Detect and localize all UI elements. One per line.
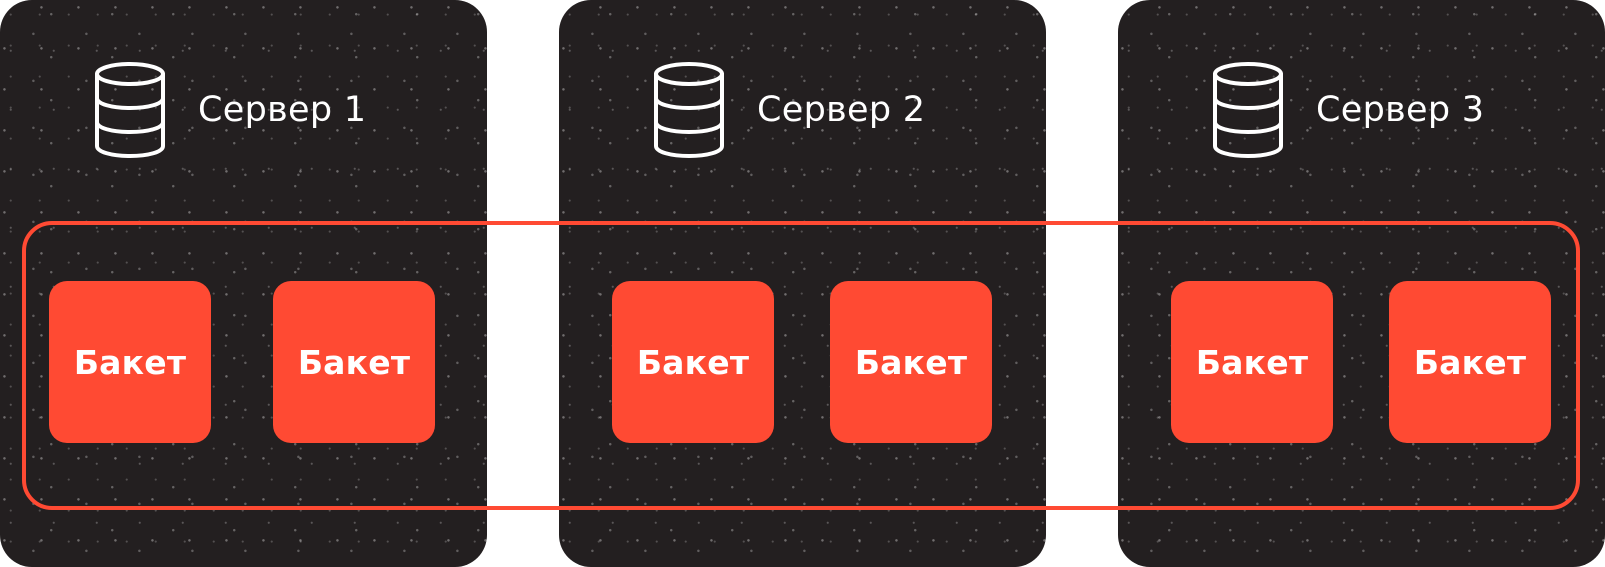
server-title: Сервер 2 — [757, 90, 926, 130]
bucket: Бакет — [1389, 281, 1551, 443]
server-card: Сервер 3 Бакет Бакет — [1118, 0, 1605, 567]
bucket: Бакет — [830, 281, 992, 443]
server-header: Сервер 2 — [651, 58, 925, 162]
database-icon — [654, 62, 724, 158]
server-header: Сервер 3 — [1210, 58, 1484, 162]
database-icon — [95, 62, 165, 158]
bucket: Бакет — [1171, 281, 1333, 443]
server-title: Сервер 1 — [198, 90, 367, 130]
bucket: Бакет — [49, 281, 211, 443]
bucket: Бакет — [273, 281, 435, 443]
bucket: Бакет — [612, 281, 774, 443]
server-card: Сервер 2 Бакет Бакет — [559, 0, 1046, 567]
server-card: Сервер 1 Бакет Бакет — [0, 0, 487, 567]
database-icon — [1213, 62, 1283, 158]
server-header: Сервер 1 — [92, 58, 366, 162]
server-title: Сервер 3 — [1316, 90, 1485, 130]
